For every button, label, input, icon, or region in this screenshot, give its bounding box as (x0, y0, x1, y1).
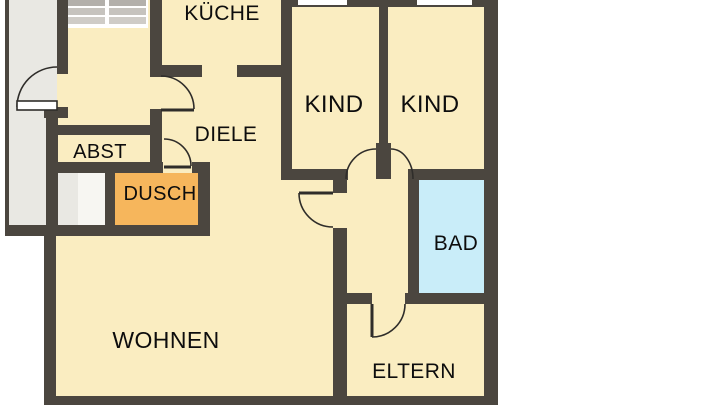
wall-abst-bottom (58, 162, 163, 173)
stair-tread (68, 8, 105, 15)
wall-right-outer (484, 0, 498, 405)
shaft-white (78, 172, 105, 225)
wall-vestibule-bottom (58, 125, 162, 135)
room-label-wohnen: WOHNEN (112, 327, 219, 353)
wall-left-outer (44, 225, 56, 405)
entrance-door-arc (16, 66, 58, 108)
shaft-gray (58, 172, 78, 225)
wall-kueche-bottom-b (237, 65, 292, 77)
window-kind2 (417, 0, 472, 5)
wall-vestibule-left (57, 0, 68, 74)
walls (5, 0, 498, 405)
kind2-door-arc (390, 148, 414, 180)
wall-hall-top-a (281, 169, 348, 180)
room-dusch (115, 173, 198, 225)
room-label-diele: DIELE (195, 123, 258, 146)
room-label-dusch: DUSCH (123, 183, 196, 205)
room-bad (419, 180, 484, 293)
room-label-bad: BAD (434, 232, 478, 255)
doors (16, 66, 414, 338)
wall-bad-bottom (405, 293, 498, 304)
wall-corridor-left-lower (333, 228, 347, 405)
wall-kueche-bottom-a (150, 65, 202, 77)
wall-kind-divider (379, 0, 388, 145)
stair-tread (109, 8, 146, 15)
kind1-door-arc (345, 148, 377, 180)
room-label-kind-2: KIND (401, 91, 460, 118)
room-label-abst: ABST (73, 141, 127, 163)
room-labels: KÜCHE KIND KIND DIELE ABST DUSCH BAD WOH… (73, 2, 478, 383)
wall-dusch-right (198, 162, 210, 236)
stair-tread (68, 17, 105, 24)
stair-tread (68, 0, 105, 6)
wall-kind-door-leaves (376, 143, 391, 179)
wall-corridor-bottom (5, 225, 210, 236)
eltern-door-arc (371, 303, 406, 338)
wall-top-outer (282, 0, 498, 7)
wall-kueche-left-upper (150, 0, 162, 76)
wohnen-door-arc (298, 192, 334, 228)
room-label-eltern: ELTERN (372, 360, 456, 383)
wall-corridor-left-upper (333, 180, 347, 193)
wall-bad-top (408, 169, 484, 180)
wall-bad-left (408, 180, 419, 304)
room-label-kueche: KÜCHE (184, 2, 260, 25)
entrance-door-leaf (16, 100, 58, 111)
stair-tread (109, 17, 146, 24)
wall-dusch-left (105, 170, 115, 225)
dusch-door-arc (163, 138, 192, 167)
wall-corridor-bottom-a (333, 293, 372, 304)
vestibule-door-arc (160, 75, 195, 110)
wall-kind1-left (281, 0, 292, 180)
wall-left-inner (46, 107, 58, 225)
outside-lower-left (0, 236, 44, 405)
window-kind1 (298, 0, 347, 5)
wall-bottom-outer (44, 396, 498, 405)
stair-tread (109, 0, 146, 6)
staircase (68, 0, 148, 28)
wall-kueche-left-lower (150, 109, 162, 162)
room-label-kind-1: KIND (305, 91, 364, 118)
wall-building-edge (5, 0, 9, 236)
